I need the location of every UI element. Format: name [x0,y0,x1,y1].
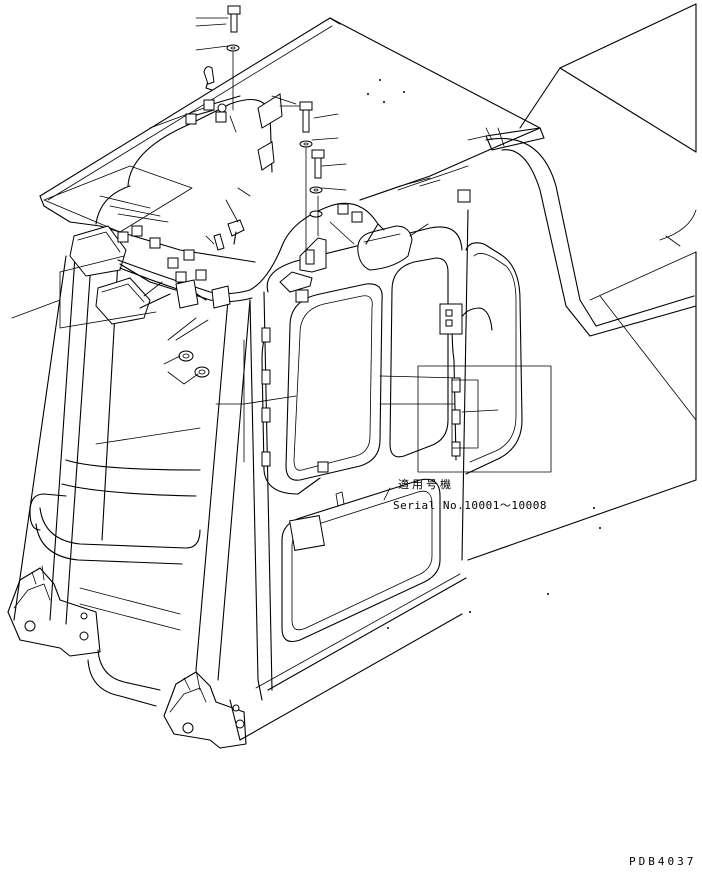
detail-boxes [418,366,551,472]
drawing-number: PDB4037 [629,855,697,868]
side-handrail [486,128,696,336]
cab-roof [40,18,540,262]
connectors [118,67,470,472]
hardware-stack [179,6,326,377]
wiring-harness [96,96,492,494]
work-lamps [70,226,182,324]
roof-details [150,108,468,200]
serial-number-range: Serial No.10001～10008 [393,499,547,512]
mount-brackets [8,566,246,748]
cab-body [14,210,522,740]
leader-lines [12,18,498,500]
applicable-serial-label: 適用号機 [398,478,454,491]
front-guard [30,428,200,706]
roof-rear-rail [468,128,544,150]
machine-body [387,4,696,629]
